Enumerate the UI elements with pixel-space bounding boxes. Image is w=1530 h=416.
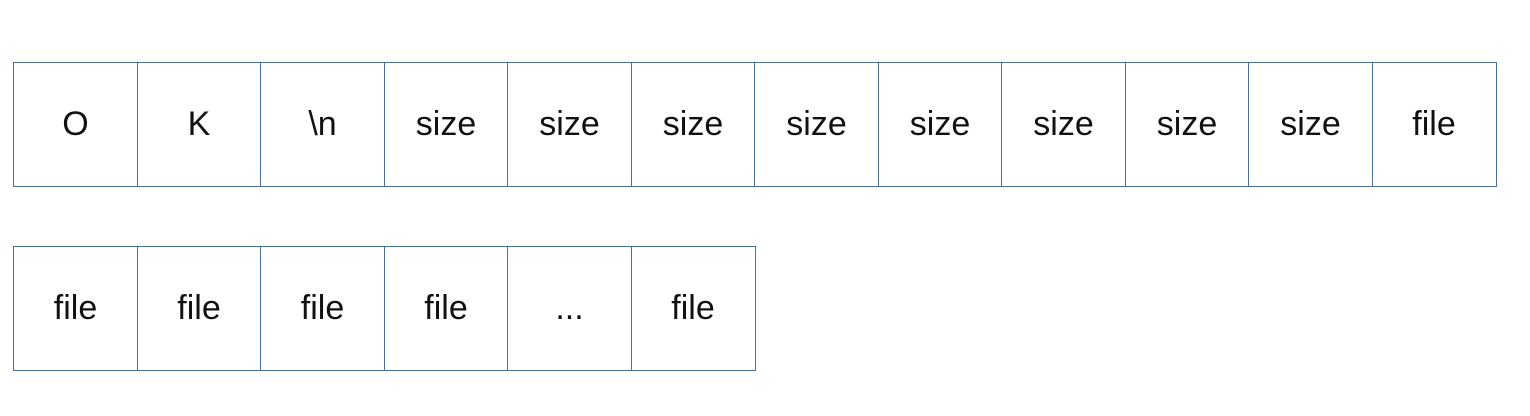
byte-cell: size	[1124, 62, 1250, 187]
byte-cell: file	[13, 246, 138, 371]
byte-cell: size	[877, 62, 1003, 187]
byte-cell: size	[754, 62, 879, 187]
byte-cell: K	[136, 62, 262, 187]
byte-cell: size	[1248, 62, 1373, 187]
byte-cell: file	[383, 246, 509, 371]
byte-cell: size	[630, 62, 756, 187]
byte-cell: size	[383, 62, 509, 187]
byte-cell: file	[630, 246, 756, 371]
byte-cell: O	[13, 62, 138, 187]
byte-cell: size	[1001, 62, 1126, 187]
byte-cell: ...	[507, 246, 632, 371]
byte-cell: size	[507, 62, 632, 187]
byte-cell: file	[136, 246, 262, 371]
byte-cell: file	[1371, 62, 1497, 187]
byte-cell: \n	[260, 62, 385, 187]
byte-cell: file	[260, 246, 385, 371]
